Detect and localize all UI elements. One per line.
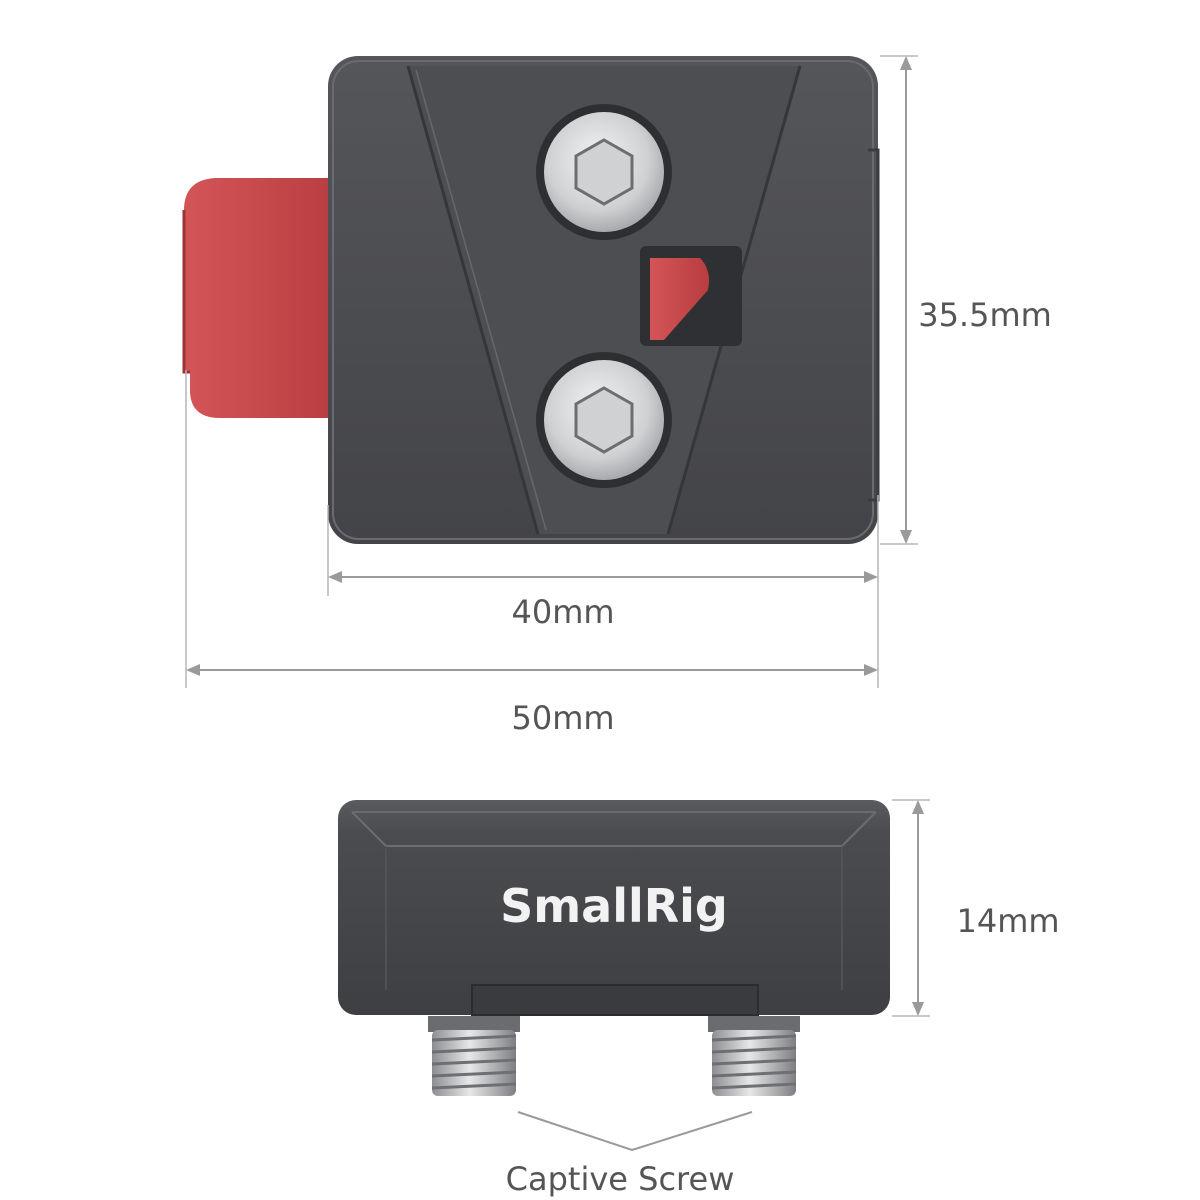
dimension-label-width-total: 50mm bbox=[511, 699, 614, 737]
side-bevel bbox=[351, 811, 877, 847]
dimension-label-height-top: 35.5mm bbox=[918, 296, 1052, 334]
dimension-label-width-body: 40mm bbox=[511, 593, 614, 631]
latch-pin bbox=[650, 258, 709, 340]
side-view: SmallRig bbox=[338, 800, 890, 1152]
threaded-screw-icon bbox=[708, 1016, 800, 1096]
body-side-notch bbox=[868, 148, 880, 502]
mount-body-bevel bbox=[332, 60, 874, 540]
mount-body-side bbox=[338, 800, 890, 1015]
captive-screw-callout bbox=[517, 1111, 753, 1152]
top-view bbox=[182, 56, 880, 544]
threaded-screw-icon bbox=[428, 1016, 520, 1096]
hex-socket-screw-icon bbox=[536, 104, 672, 240]
brand-logo: SmallRig bbox=[500, 879, 728, 933]
dimension-lines-top bbox=[185, 55, 918, 688]
release-lever-edge bbox=[182, 210, 190, 374]
v-channel-left-edge bbox=[406, 65, 540, 535]
release-lever bbox=[184, 178, 340, 418]
bottom-slot bbox=[471, 984, 759, 1016]
dimension-lines-side bbox=[892, 799, 930, 1017]
captive-screw-label: Captive Screw bbox=[506, 1160, 735, 1198]
dimension-label-height-side: 14mm bbox=[956, 902, 1059, 940]
hex-socket-screw-icon bbox=[536, 352, 672, 488]
v-channel-left-highlight bbox=[415, 69, 547, 531]
